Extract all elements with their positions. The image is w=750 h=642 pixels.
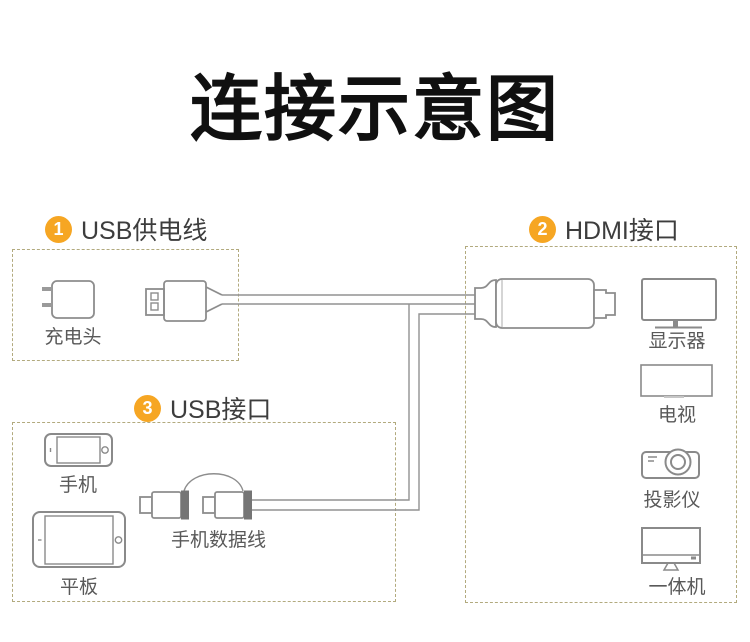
monitor-label: 显示器 — [648, 331, 706, 352]
projector-icon — [641, 448, 700, 479]
phone-icon — [44, 433, 113, 467]
section-hdmi-header: 2 HDMI接口 — [529, 211, 679, 247]
section-2-title: HDMI接口 — [565, 217, 679, 245]
tablet-icon — [32, 511, 126, 568]
section-3-title: USB接口 — [170, 396, 272, 424]
phone-label: 手机 — [58, 475, 97, 496]
tv-icon — [640, 364, 713, 398]
projector-label: 投影仪 — [643, 490, 701, 511]
data-cable-label: 手机数据线 — [171, 530, 267, 551]
two-in-one-usb-icon — [139, 473, 252, 520]
all-in-one-label: 一体机 — [648, 577, 706, 598]
branch-cable-line — [252, 304, 475, 511]
usb-devices-box — [12, 422, 396, 602]
power-cable-line — [222, 294, 475, 305]
usb-plug-icon — [145, 280, 223, 322]
tablet-label: 平板 — [59, 577, 98, 598]
section-usb-power-header: 1 USB供电线 — [45, 211, 207, 247]
charger-icon — [42, 280, 95, 319]
charger-label: 充电头 — [44, 327, 102, 348]
section-2-badge: 2 — [529, 215, 556, 243]
tv-label: 电视 — [657, 405, 696, 426]
page-title: 连接示意图 — [189, 70, 560, 150]
section-1-title: USB供电线 — [81, 217, 208, 245]
hdmi-connector-icon — [474, 278, 616, 329]
usb-power-box — [12, 249, 239, 361]
all-in-one-icon — [641, 527, 701, 571]
section-3-badge: 3 — [134, 394, 161, 422]
monitor-icon — [641, 278, 717, 329]
section-1-badge: 1 — [45, 215, 72, 243]
section-usb-port-header: 3 USB接口 — [134, 390, 271, 426]
hdmi-devices-box — [465, 246, 737, 603]
